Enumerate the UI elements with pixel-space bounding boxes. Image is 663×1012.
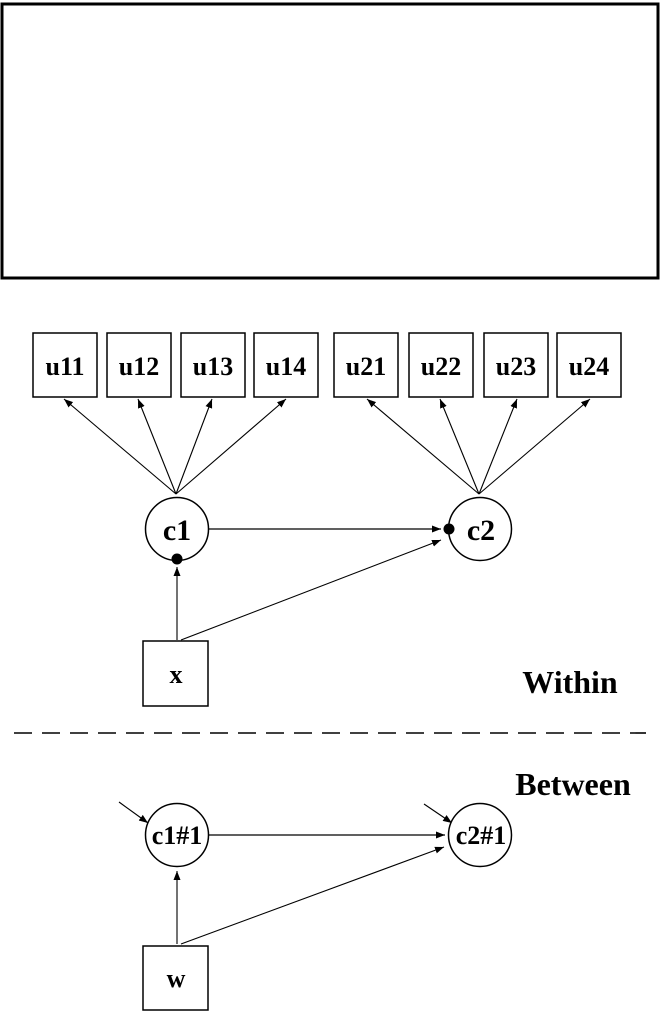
node-u21: u21 bbox=[333, 332, 399, 398]
node-u13: u13 bbox=[180, 332, 246, 398]
node-w: w bbox=[142, 945, 209, 1011]
edge-c1-u14-arrow bbox=[175, 398, 287, 495]
c1pound1-label: c1#1 bbox=[152, 821, 203, 850]
u14-box bbox=[253, 332, 319, 398]
node-u22: u22 bbox=[408, 332, 474, 398]
edge-c2-u24-arrow bbox=[478, 398, 591, 495]
w-label: w bbox=[167, 964, 186, 993]
u23-label: u23 bbox=[496, 352, 536, 381]
c2-label: c2 bbox=[467, 514, 495, 547]
u12-box bbox=[106, 332, 172, 398]
u21-label: u21 bbox=[346, 352, 386, 381]
node-c1: c1 bbox=[144, 496, 210, 562]
edge-c2-u21-arrow bbox=[366, 398, 480, 495]
node-u24: u24 bbox=[556, 332, 622, 398]
edge-c2-u22-arrow bbox=[439, 398, 480, 495]
residual-arrow-c1pound1 bbox=[118, 801, 149, 824]
c1pound1-circle bbox=[144, 802, 210, 868]
u22-label: u22 bbox=[421, 352, 461, 381]
node-u23: u23 bbox=[483, 332, 549, 398]
u13-box bbox=[180, 332, 246, 398]
c1-random-intercept-dot bbox=[171, 553, 183, 565]
u12-label: u12 bbox=[119, 352, 159, 381]
node-u11: u11 bbox=[32, 332, 98, 398]
edge-c1-u11-arrow bbox=[63, 398, 177, 495]
node-x: x bbox=[142, 640, 209, 707]
edge-c1-u12-arrow bbox=[137, 398, 177, 495]
x-box bbox=[142, 640, 209, 707]
u14-label: u14 bbox=[266, 352, 306, 381]
edge-x-c2-arrow bbox=[180, 539, 442, 641]
u24-label: u24 bbox=[569, 352, 609, 381]
between-section-label: Between bbox=[515, 766, 631, 802]
residual-arrow-c2pound1 bbox=[423, 803, 453, 824]
within-section-label: Within bbox=[522, 664, 618, 700]
top-panel-box bbox=[0, 2, 660, 280]
u11-label: u11 bbox=[45, 352, 84, 381]
c2-random-intercept-dot bbox=[443, 523, 455, 535]
u21-box bbox=[333, 332, 399, 398]
edge-w-c2pound1-arrow bbox=[180, 846, 445, 945]
c2pound1-label: c2#1 bbox=[456, 821, 507, 850]
u11-box bbox=[32, 332, 98, 398]
x-label: x bbox=[170, 660, 183, 689]
u13-label: u13 bbox=[193, 352, 233, 381]
c2pound1-circle bbox=[447, 802, 513, 868]
node-c1pound1: c1#1 bbox=[144, 802, 210, 868]
u24-box bbox=[556, 332, 622, 398]
node-c2: c2 bbox=[447, 496, 513, 562]
node-u12: u12 bbox=[106, 332, 172, 398]
u22-box bbox=[408, 332, 474, 398]
edge-c2-u23-arrow bbox=[478, 398, 518, 495]
w-box bbox=[142, 945, 209, 1011]
u23-box bbox=[483, 332, 549, 398]
edge-c1-u13-arrow bbox=[175, 398, 213, 495]
node-u14: u14 bbox=[253, 332, 319, 398]
c1-label: c1 bbox=[163, 514, 191, 547]
node-c2pound1: c2#1 bbox=[447, 802, 513, 868]
